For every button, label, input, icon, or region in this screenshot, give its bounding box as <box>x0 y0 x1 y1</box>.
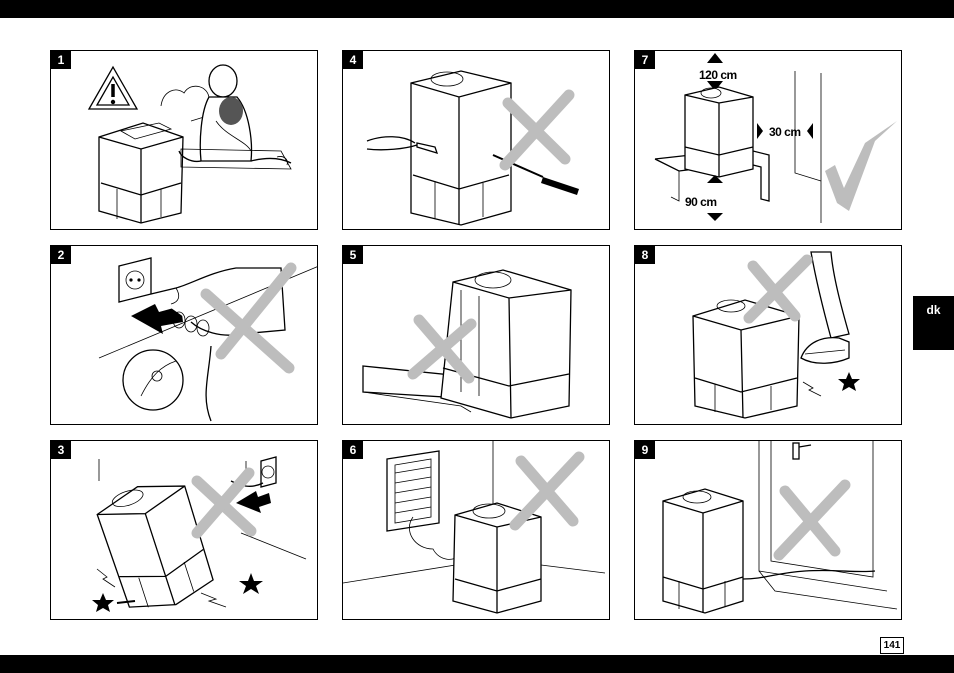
panel-number: 5 <box>343 246 363 264</box>
panel-1: 1 <box>50 50 318 230</box>
panel-number: 1 <box>51 51 71 69</box>
top-black-bar <box>0 0 954 18</box>
panel-9: 9 <box>634 440 902 620</box>
panel-2: 2 <box>50 245 318 425</box>
panel-number: 2 <box>51 246 71 264</box>
panel-8: 8 <box>634 245 902 425</box>
panel-number: 7 <box>635 51 655 69</box>
do-not-place-near-edge-illustration <box>343 246 610 425</box>
panel-4: 4 <box>342 50 610 230</box>
distance-label-side: 30 cm <box>769 125 801 139</box>
panel-3: 3 <box>50 440 318 620</box>
bottom-black-bar <box>0 655 954 673</box>
correct-placement-illustration <box>635 51 902 230</box>
language-tab: dk <box>913 296 954 350</box>
humidifier-warning-illustration <box>51 51 318 230</box>
do-not-block-vent-illustration <box>343 441 610 620</box>
panel-6: 6 <box>342 440 610 620</box>
panel-7: 7 120 cm 30 cm 90 cm <box>634 50 902 230</box>
panel-number: 3 <box>51 441 71 459</box>
do-not-open-with-tools-illustration <box>343 51 610 230</box>
do-not-run-cord-under-door-illustration <box>635 441 902 620</box>
panel-5: 5 <box>342 245 610 425</box>
panel-number: 9 <box>635 441 655 459</box>
do-not-kick-illustration <box>635 246 902 425</box>
panel-number: 6 <box>343 441 363 459</box>
height-label-bottom: 90 cm <box>685 195 717 209</box>
panel-number: 8 <box>635 246 655 264</box>
height-label-top: 120 cm <box>699 68 737 82</box>
panel-number: 4 <box>343 51 363 69</box>
tipped-humidifier-illustration <box>51 441 318 620</box>
page-number: 141 <box>880 637 904 654</box>
unplug-wet-hands-illustration <box>51 246 318 425</box>
